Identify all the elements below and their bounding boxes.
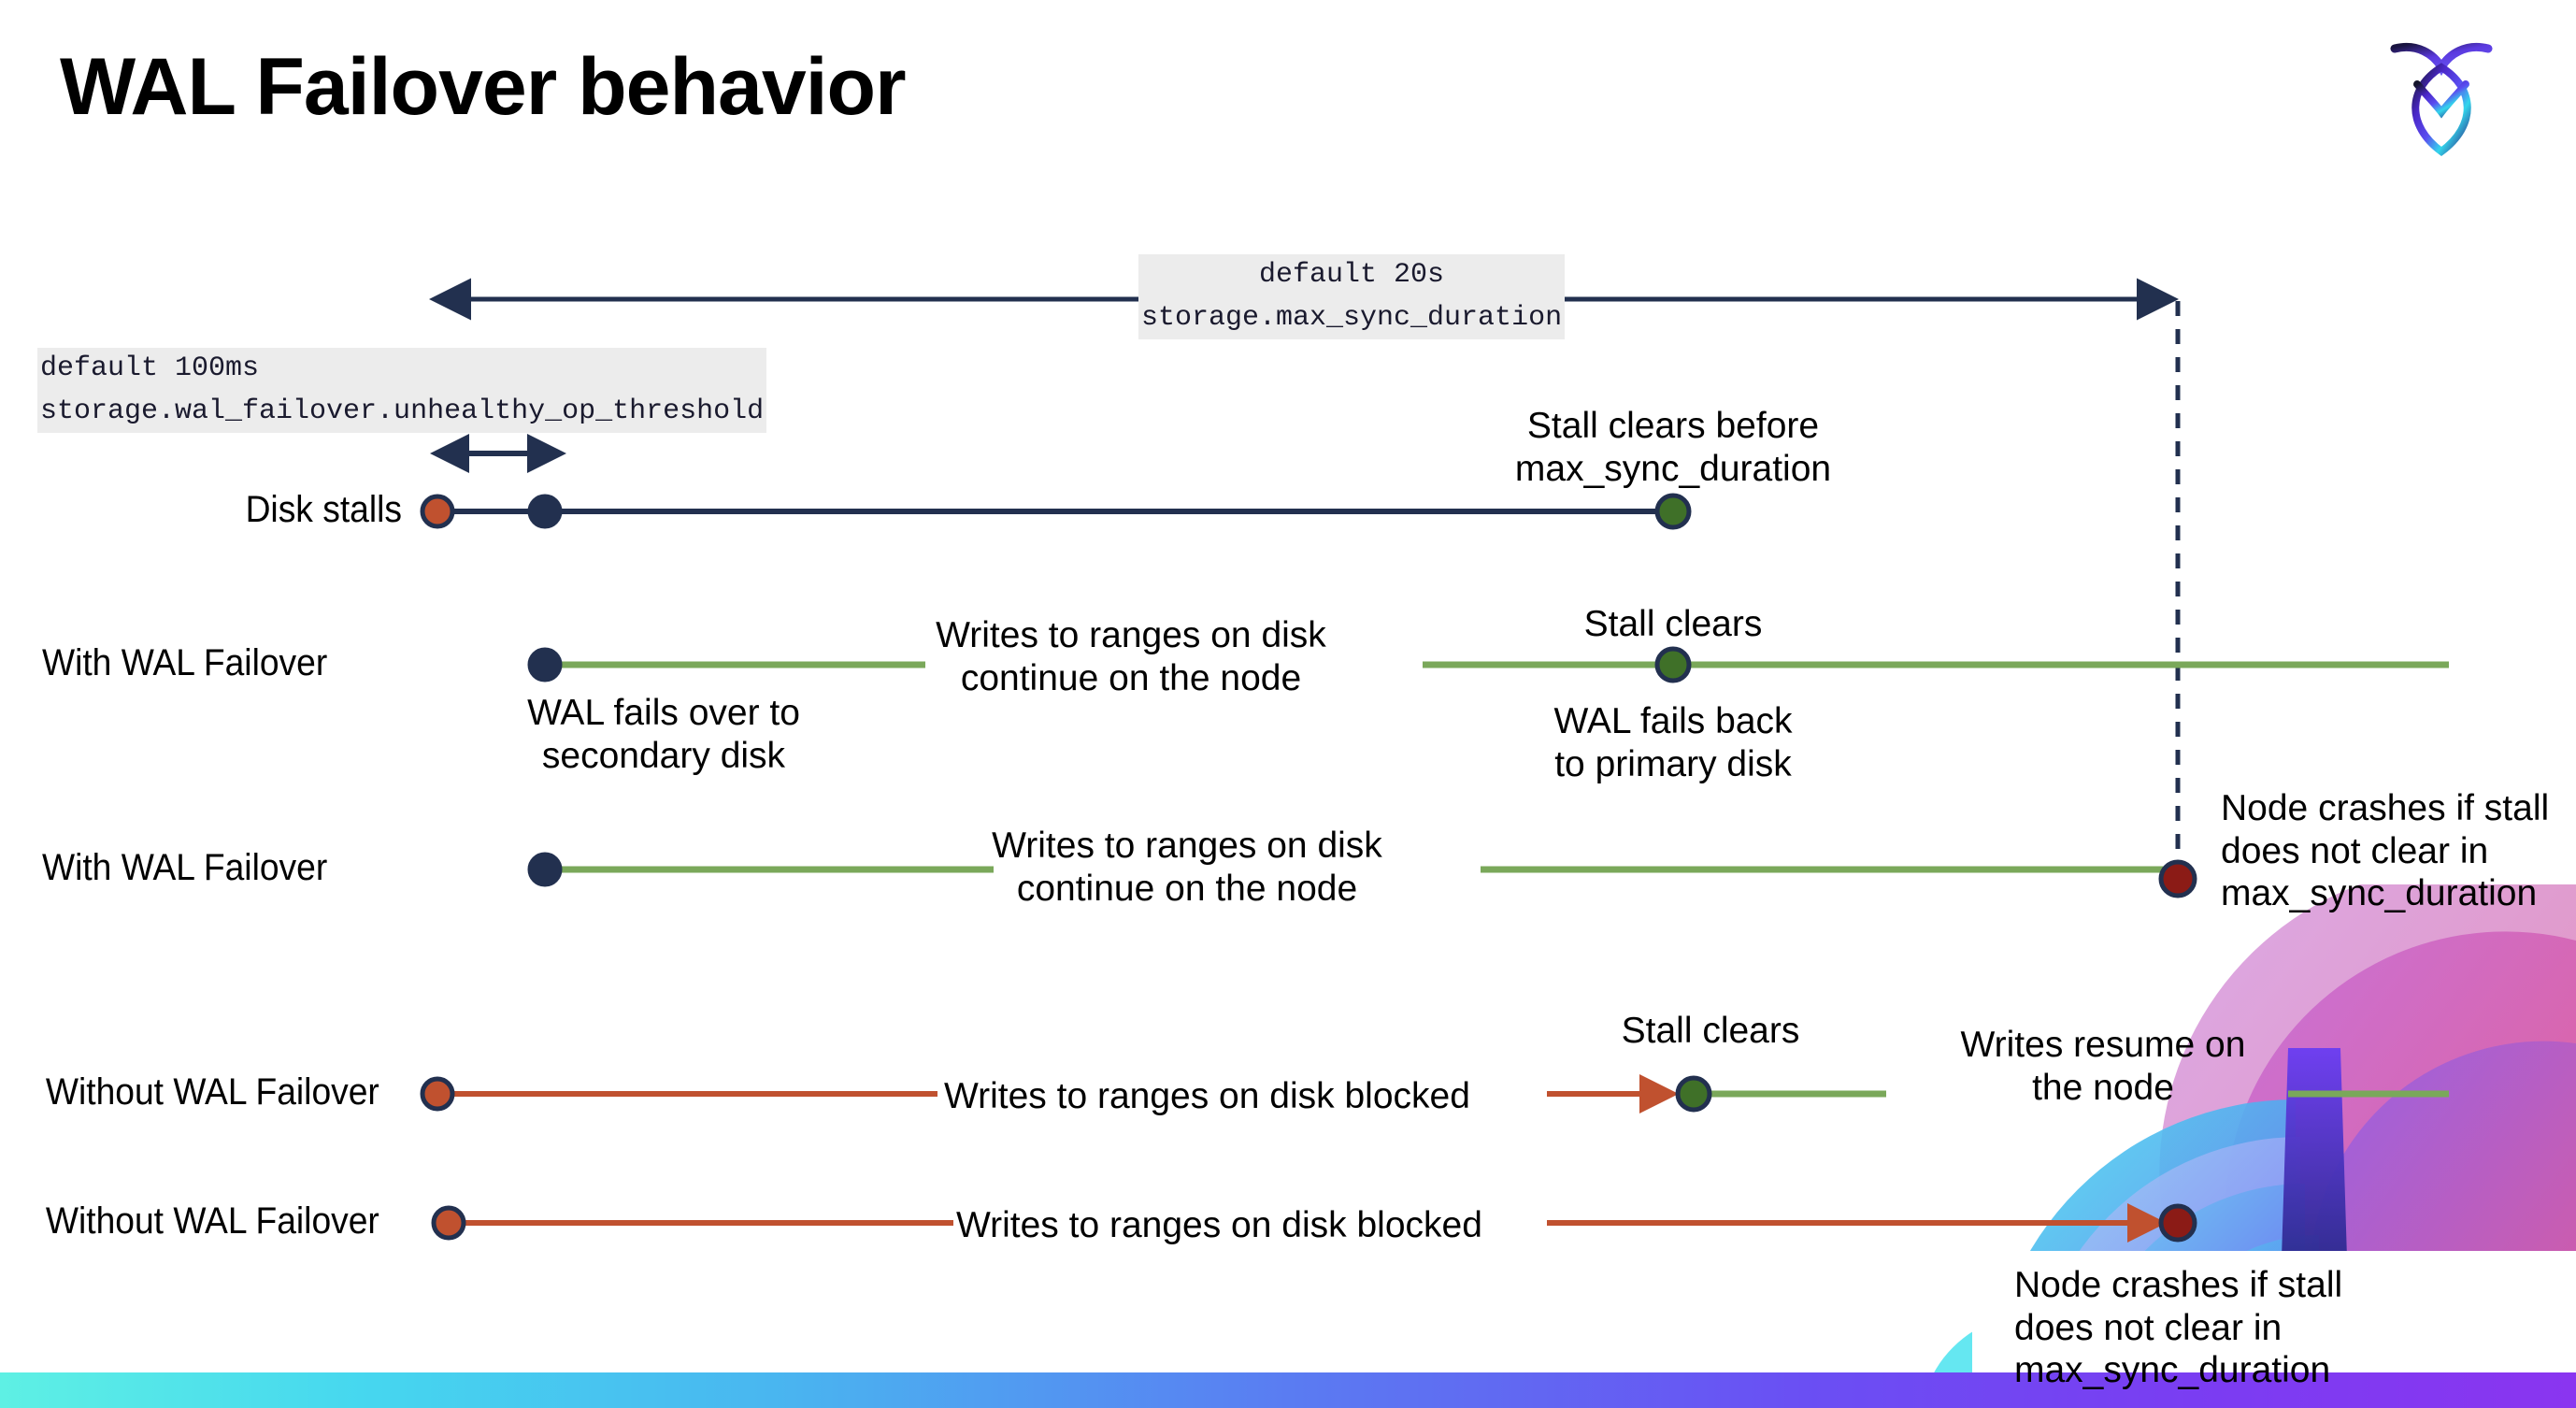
max-sync-duration-annotation: default 20s storage.max_sync_duration	[1138, 254, 1566, 339]
bottom-gradient-bar	[0, 1372, 2576, 1408]
without-failover2-start-marker	[431, 1205, 466, 1241]
note-writes-continue-1: Writes to ranges on disk continue on the…	[936, 615, 1326, 698]
row-label-disk-stalls: Disk stalls	[245, 489, 402, 530]
unhealthy-threshold-marker	[527, 494, 563, 529]
note-node-crashes-2: Node crashes if stall does not clear in …	[2014, 1265, 2343, 1391]
page-title: WAL Failover behavior	[60, 42, 907, 132]
note-stall-clears-2: Stall clears	[1621, 1011, 1800, 1051]
disk-stall-start-marker	[420, 494, 455, 529]
row-label-with-wal-failover-2: With WAL Failover	[41, 847, 328, 888]
wal-failover-start-marker	[527, 647, 563, 682]
unhealthy-default-label: default 100ms	[37, 348, 767, 391]
wal-failover2-start-marker	[527, 852, 563, 887]
row-label-with-wal-failover-1: With WAL Failover	[41, 642, 328, 683]
note-writes-blocked-1: Writes to ranges on disk blocked	[944, 1076, 1470, 1116]
row-label-without-wal-failover-1: Without WAL Failover	[45, 1071, 379, 1113]
stall-clears-marker-row2	[1654, 646, 1692, 683]
max-sync-default-label: default 20s	[1138, 254, 1566, 297]
unhealthy-op-threshold-annotation: default 100ms storage.wal_failover.unhea…	[37, 348, 767, 433]
without-failover-start-marker	[420, 1076, 455, 1112]
note-writes-blocked-2: Writes to ranges on disk blocked	[956, 1205, 1482, 1245]
unhealthy-setting-label: storage.wal_failover.unhealthy_op_thresh…	[37, 390, 767, 433]
node-crash-marker-row5	[2158, 1203, 2197, 1243]
note-stall-clears-1: Stall clears	[1583, 604, 1763, 644]
row-label-without-wal-failover-2: Without WAL Failover	[45, 1200, 379, 1242]
node-crash-marker-row3	[2158, 859, 2197, 898]
cockroachdb-logo-icon	[2385, 36, 2497, 157]
note-wal-fails-over: WAL fails over to secondary disk	[527, 693, 800, 776]
note-stall-clears-before: Stall clears before max_sync_duration	[1514, 406, 1832, 489]
note-writes-resume: Writes resume on the node	[1960, 1025, 2246, 1108]
note-wal-fails-back: WAL fails back to primary disk	[1553, 701, 1793, 784]
max-sync-setting-label: storage.max_sync_duration	[1138, 296, 1566, 339]
stall-clears-marker-row1	[1654, 493, 1692, 530]
stall-clears-marker-row4	[1675, 1075, 1712, 1113]
note-writes-continue-2: Writes to ranges on disk continue on the…	[992, 826, 1382, 909]
note-node-crashes-1: Node crashes if stall does not clear in …	[2221, 788, 2550, 914]
